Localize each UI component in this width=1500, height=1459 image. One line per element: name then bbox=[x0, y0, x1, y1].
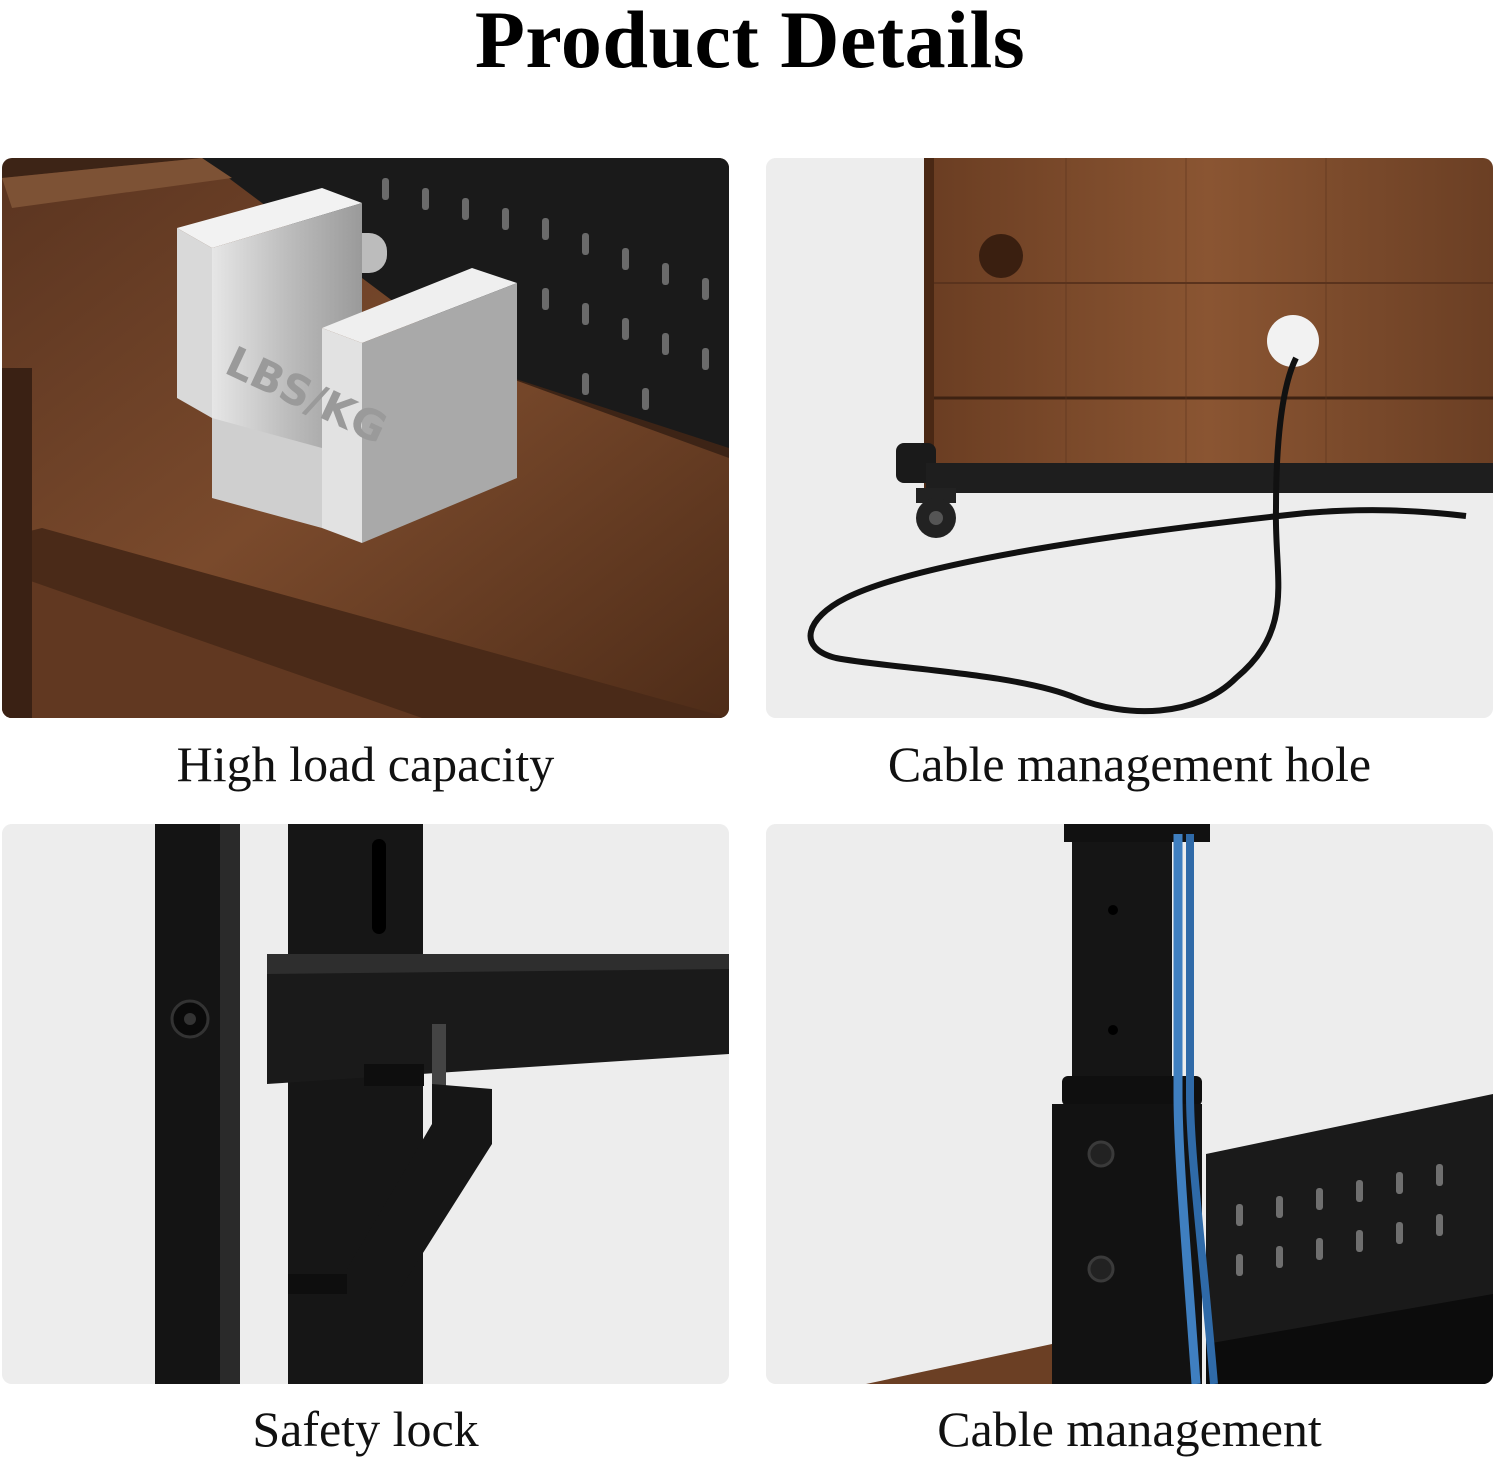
weight-on-desk-image: LBS/KG bbox=[2, 158, 729, 718]
cable-clip-leg-image bbox=[766, 824, 1493, 1384]
photo-safety-lock bbox=[2, 824, 729, 1384]
cable-hole-image bbox=[766, 158, 1493, 718]
photo-high-load-capacity: LBS/KG bbox=[2, 158, 729, 718]
caption-safety-lock: Safety lock bbox=[252, 1401, 479, 1457]
safety-lock-image bbox=[2, 824, 729, 1384]
photo-cable-management-hole bbox=[766, 158, 1493, 718]
caption-cable-management: Cable management bbox=[937, 1401, 1322, 1457]
photo-cable-management bbox=[766, 824, 1493, 1384]
caption-cable-management-hole: Cable management hole bbox=[887, 736, 1372, 792]
caption-high-load-capacity: High load capacity bbox=[176, 736, 555, 792]
page-title: Product Details bbox=[474, 0, 1026, 85]
